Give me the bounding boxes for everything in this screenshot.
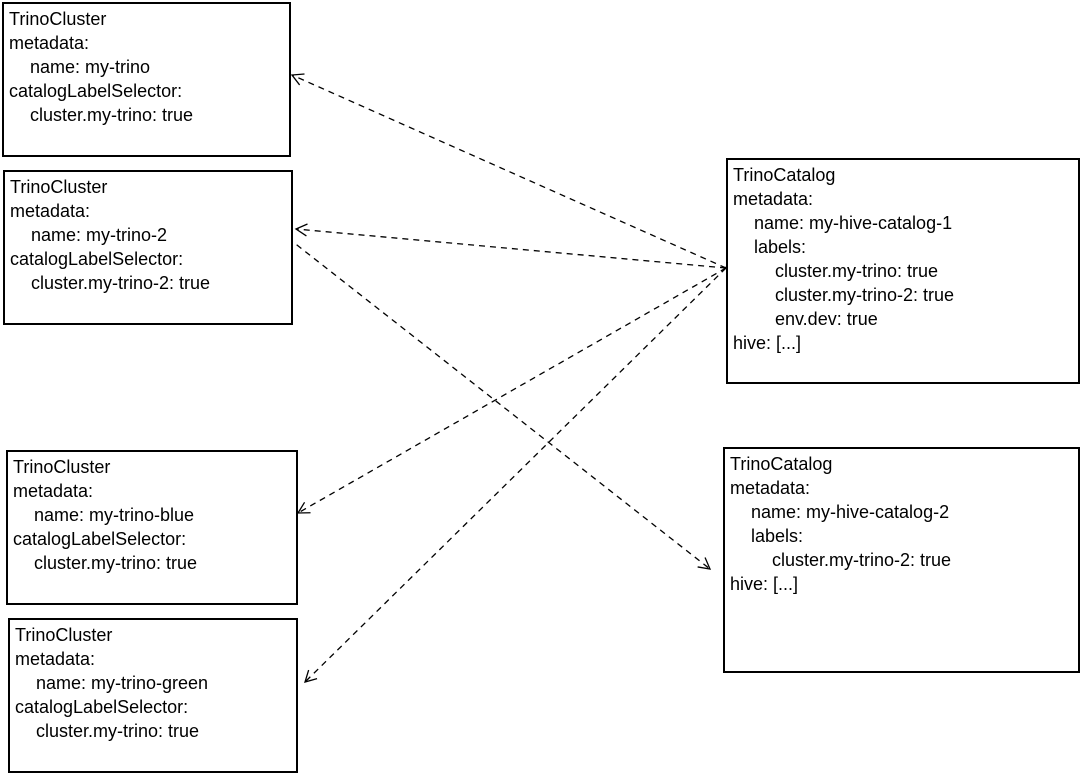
trino-cluster-my-trino: TrinoCluster metadata: name: my-trino ca…	[2, 2, 291, 157]
catalog-metadata-key: metadata:	[730, 478, 811, 498]
cluster-selector-key: catalogLabelSelector:	[10, 249, 184, 269]
cluster-name: name: my-trino-2	[31, 225, 168, 245]
catalog-label: env.dev: true	[775, 309, 878, 329]
catalog-kind: TrinoCatalog	[733, 165, 836, 185]
cluster-kind: TrinoCluster	[9, 9, 107, 29]
arrow-catalog1-cluster2	[294, 223, 738, 276]
cluster-metadata-key: metadata:	[10, 201, 91, 221]
trino-cluster-my-trino-green: TrinoCluster metadata: name: my-trino-gr…	[8, 618, 298, 773]
trino-cluster-my-trino-2: TrinoCluster metadata: name: my-trino-2 …	[3, 170, 293, 325]
catalog-name: name: my-hive-catalog-1	[754, 213, 953, 233]
catalog-label: cluster.my-trino-2: true	[772, 550, 952, 570]
catalog-label: cluster.my-trino-2: true	[775, 285, 955, 305]
catalog-name: name: my-hive-catalog-2	[751, 502, 950, 522]
cluster-selector-key: catalogLabelSelector:	[9, 81, 183, 101]
catalog-labels-key: labels:	[754, 237, 807, 257]
cluster-selector-value: cluster.my-trino: true	[34, 553, 198, 573]
arrow-cluster2-catalog2	[275, 226, 712, 570]
catalog-hive: hive: [...]	[730, 574, 799, 594]
catalog-metadata-key: metadata:	[733, 189, 814, 209]
cluster-selector-value: cluster.my-trino: true	[30, 105, 194, 125]
trino-catalog-my-hive-catalog-2: TrinoCatalog metadata: name: my-hive-cat…	[723, 447, 1080, 673]
cluster-metadata-key: metadata:	[15, 649, 96, 669]
catalog-label: cluster.my-trino: true	[775, 261, 939, 281]
cluster-name: name: my-trino	[30, 57, 151, 77]
trino-cluster-my-trino-blue: TrinoCluster metadata: name: my-trino-bl…	[6, 450, 298, 605]
arrow-catalog1-cluster1	[290, 73, 739, 279]
cluster-name: name: my-trino-blue	[34, 505, 195, 525]
cluster-selector-key: catalogLabelSelector:	[13, 529, 187, 549]
arrow-catalog1-cluster-blue	[296, 256, 739, 514]
arrow-catalog1-cluster-green	[304, 255, 739, 683]
cluster-selector-key: catalogLabelSelector:	[15, 697, 189, 717]
cluster-selector-value: cluster.my-trino: true	[36, 721, 200, 741]
catalog-kind: TrinoCatalog	[730, 454, 833, 474]
cluster-selector-value: cluster.my-trino-2: true	[31, 273, 211, 293]
catalog-labels-key: labels:	[751, 526, 804, 546]
cluster-kind: TrinoCluster	[10, 177, 108, 197]
catalog-hive: hive: [...]	[733, 333, 802, 353]
cluster-name: name: my-trino-green	[36, 673, 209, 693]
cluster-metadata-key: metadata:	[9, 33, 90, 53]
cluster-kind: TrinoCluster	[15, 625, 113, 645]
cluster-metadata-key: metadata:	[13, 481, 94, 501]
cluster-kind: TrinoCluster	[13, 457, 111, 477]
trino-catalog-my-hive-catalog-1: TrinoCatalog metadata: name: my-hive-cat…	[726, 158, 1080, 384]
